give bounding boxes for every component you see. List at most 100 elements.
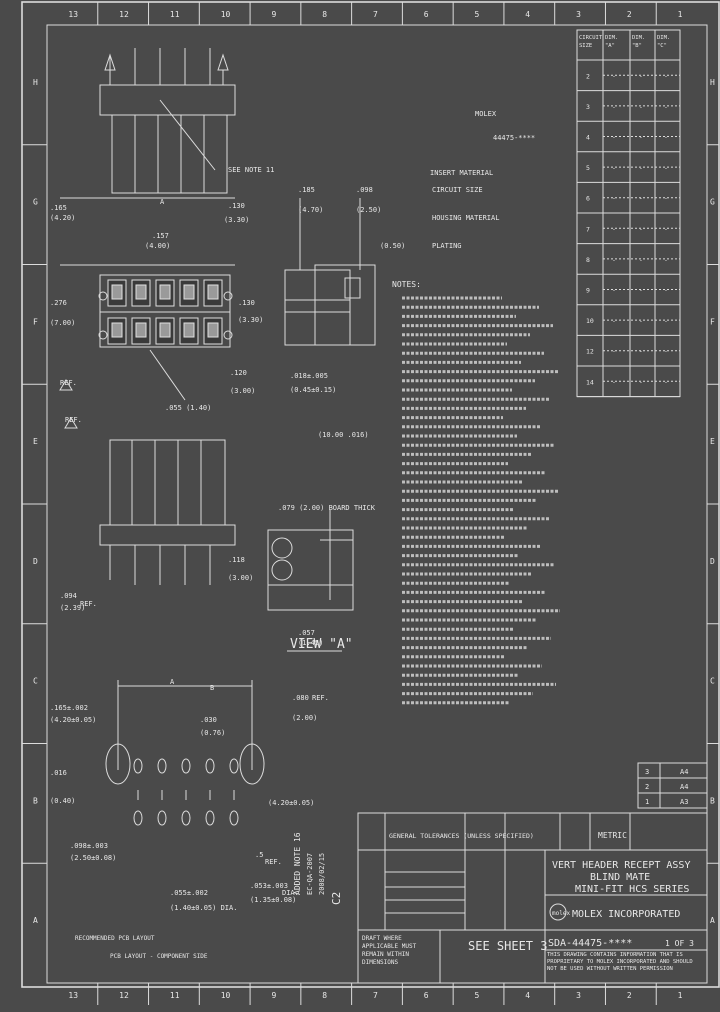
zone-row-label: D (710, 557, 715, 566)
rev-cell: A3 (680, 798, 688, 806)
zone-row-label: A (710, 916, 715, 925)
table-cell: 9 (586, 287, 590, 295)
zone-col-label: 4 (525, 991, 530, 1000)
terminal-pin (135, 284, 147, 300)
rev-cell: 1 (645, 798, 649, 806)
table-cell: - (612, 225, 616, 233)
dim-label: A (170, 678, 175, 686)
dimension-table: CIRCUITSIZEDIM."A"DIM."B"DIM."C"2---3---… (576, 29, 681, 398)
table-cell: - (639, 348, 643, 356)
sheet-number: 1 OF 3 (665, 939, 694, 948)
zone-col-label: 12 (119, 991, 129, 1000)
table-cell: - (612, 103, 616, 111)
zone-row-label: C (33, 677, 38, 686)
dim-label: .157 (152, 232, 169, 240)
draft-note-text: DRAFT WHERE APPLICABLE MUST REMAIN WITHI… (362, 935, 417, 966)
zone-col-label: 12 (119, 10, 129, 19)
table-cell: - (612, 195, 616, 203)
table-cell: - (664, 378, 668, 386)
section-view: .185 (4.70) .098 (2.50) (0.50) (284, 186, 405, 346)
disclaimer-text: THIS DRAWING CONTAINS INFORMATION THAT I… (547, 952, 693, 972)
zone-col-label: 8 (322, 991, 327, 1000)
dim-label: (10.00 .016) (318, 431, 369, 439)
part-label: 44475-**** (493, 134, 535, 142)
table-cell: - (664, 103, 668, 111)
terminal-pin (135, 322, 147, 338)
peg-hole (223, 330, 233, 340)
ref-label: REF. (80, 600, 97, 608)
zone-row-label: F (33, 317, 38, 326)
dim-label: .094 (60, 592, 77, 600)
pcb-hole (205, 810, 215, 826)
revision-text: EC-QA-2007 (306, 853, 314, 895)
dim-label: (2.50±0.08) (70, 854, 116, 862)
connector-top-view (98, 274, 233, 348)
header-side-view: SEE NOTE 11 A (60, 48, 274, 206)
zone-row-label: B (33, 796, 38, 805)
dim-label: .165±.002 (50, 704, 88, 712)
table-cell: - (639, 164, 643, 172)
revision-stamp: ADDED NOTE 16 EC-QA-2007 2008/02/15 C2 (293, 832, 343, 905)
pcb-hole (157, 758, 167, 774)
zone-col-label: 6 (424, 991, 429, 1000)
pcb-hole (133, 810, 143, 826)
dim-label: (0.45±0.15) (290, 386, 336, 394)
dim-label: (3.30) (238, 316, 263, 324)
ref-label: REF. (60, 379, 77, 387)
zone-col-label: 7 (373, 10, 378, 19)
table-cell: - (639, 134, 643, 142)
rev-cell: 2 (645, 783, 649, 791)
zone-col-label: 2 (627, 10, 632, 19)
table-cell: - (612, 256, 616, 264)
peg-hole (239, 743, 265, 785)
zone-col-label: 2 (627, 991, 632, 1000)
revision-letter: C2 (330, 892, 343, 905)
zone-row-label: H (710, 78, 715, 87)
dim-label: .030 (200, 716, 217, 724)
table-header: CIRCUIT (579, 35, 603, 41)
zone-col-label: 10 (221, 10, 231, 19)
dim-label: .276 (50, 299, 67, 307)
table-cell: 14 (586, 378, 594, 386)
terminal-pin (111, 322, 123, 338)
notes-heading: NOTES: (392, 280, 421, 289)
recommended-pcb-label: RECOMMENDED PCB LAYOUT (75, 935, 155, 942)
zone-col-label: 10 (221, 991, 231, 1000)
see-sheet-label: SEE SHEET 3 (468, 939, 547, 953)
zone-row-label: H (33, 78, 38, 87)
ref-label: REF. (65, 416, 82, 424)
terminal-pin (183, 322, 195, 338)
ref-label: REF. (312, 694, 329, 702)
dim-label: .016 (50, 769, 67, 777)
dim-label: (4.00) (145, 242, 170, 250)
note-triangle-icon (64, 417, 78, 429)
document-number: SDA-44475-**** (548, 938, 632, 949)
table-cell: - (612, 348, 616, 356)
dim-label: .053±.003 (250, 882, 288, 890)
pcb-hole (133, 758, 143, 774)
peg-hole (98, 291, 108, 301)
revision-text: ADDED NOTE 16 (293, 832, 302, 895)
table-cell: 12 (586, 348, 594, 356)
dim-label: (3.30) (224, 216, 249, 224)
dim-label: .185 (298, 186, 315, 194)
title-line-3: MINI-FIT HCS SERIES (575, 884, 689, 895)
table-header: SIZE (579, 43, 592, 49)
table-cell: - (664, 134, 668, 142)
dim-label: (2.00) (292, 714, 317, 722)
pcb-hole (181, 758, 191, 774)
table-cell: - (639, 256, 643, 264)
dim-label: .120 (230, 369, 247, 377)
pcb-component-side-label: PCB LAYOUT - COMPONENT SIDE (110, 953, 208, 960)
rev-cell: A4 (680, 768, 688, 776)
view-a-label: VIEW "A" (290, 637, 353, 652)
table-cell: - (664, 225, 668, 233)
table-cell: - (664, 195, 668, 203)
terminal-pin (159, 284, 171, 300)
dim-label: .118 (228, 556, 245, 564)
table-cell: 5 (586, 164, 590, 172)
part-label: MOLEX (475, 110, 497, 118)
